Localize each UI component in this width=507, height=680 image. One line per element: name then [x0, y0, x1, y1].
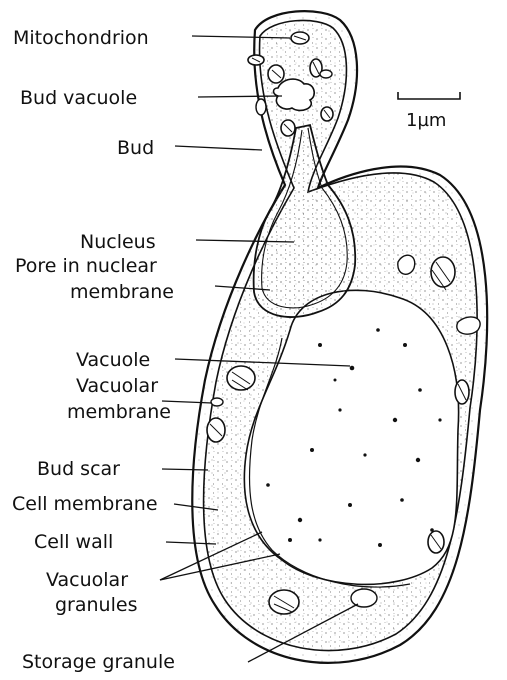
label-vacuolar-granules-line2: granules: [55, 594, 137, 616]
label-pore-line2: membrane: [70, 281, 174, 303]
label-vacuole: Vacuole: [76, 349, 150, 371]
label-nucleus: Nucleus: [80, 231, 156, 253]
label-vacuolar-granules-line1: Vacuolar: [46, 569, 128, 591]
nucleus-shape: [254, 125, 356, 317]
label-bud: Bud: [117, 137, 154, 159]
label-vacuolar-membrane-line1: Vacuolar: [76, 375, 158, 397]
scale-bar-label: 1µm: [406, 110, 446, 131]
bud-vacuole-shape: [274, 79, 315, 110]
label-mitochondrion: Mitochondrion: [13, 27, 149, 49]
label-bud-vacuole: Bud vacuole: [20, 87, 137, 109]
scale-bar: 1µm: [398, 92, 460, 131]
label-vacuolar-membrane-line2: membrane: [67, 401, 171, 423]
labels: Mitochondrion Bud vacuole Bud Nucleus Po…: [12, 27, 175, 673]
label-storage-granule: Storage granule: [22, 651, 175, 673]
label-bud-scar: Bud scar: [37, 458, 120, 480]
label-cell-membrane: Cell membrane: [12, 493, 158, 515]
label-cell-wall: Cell wall: [34, 531, 113, 553]
label-pore-line1: Pore in nuclear: [15, 255, 157, 277]
